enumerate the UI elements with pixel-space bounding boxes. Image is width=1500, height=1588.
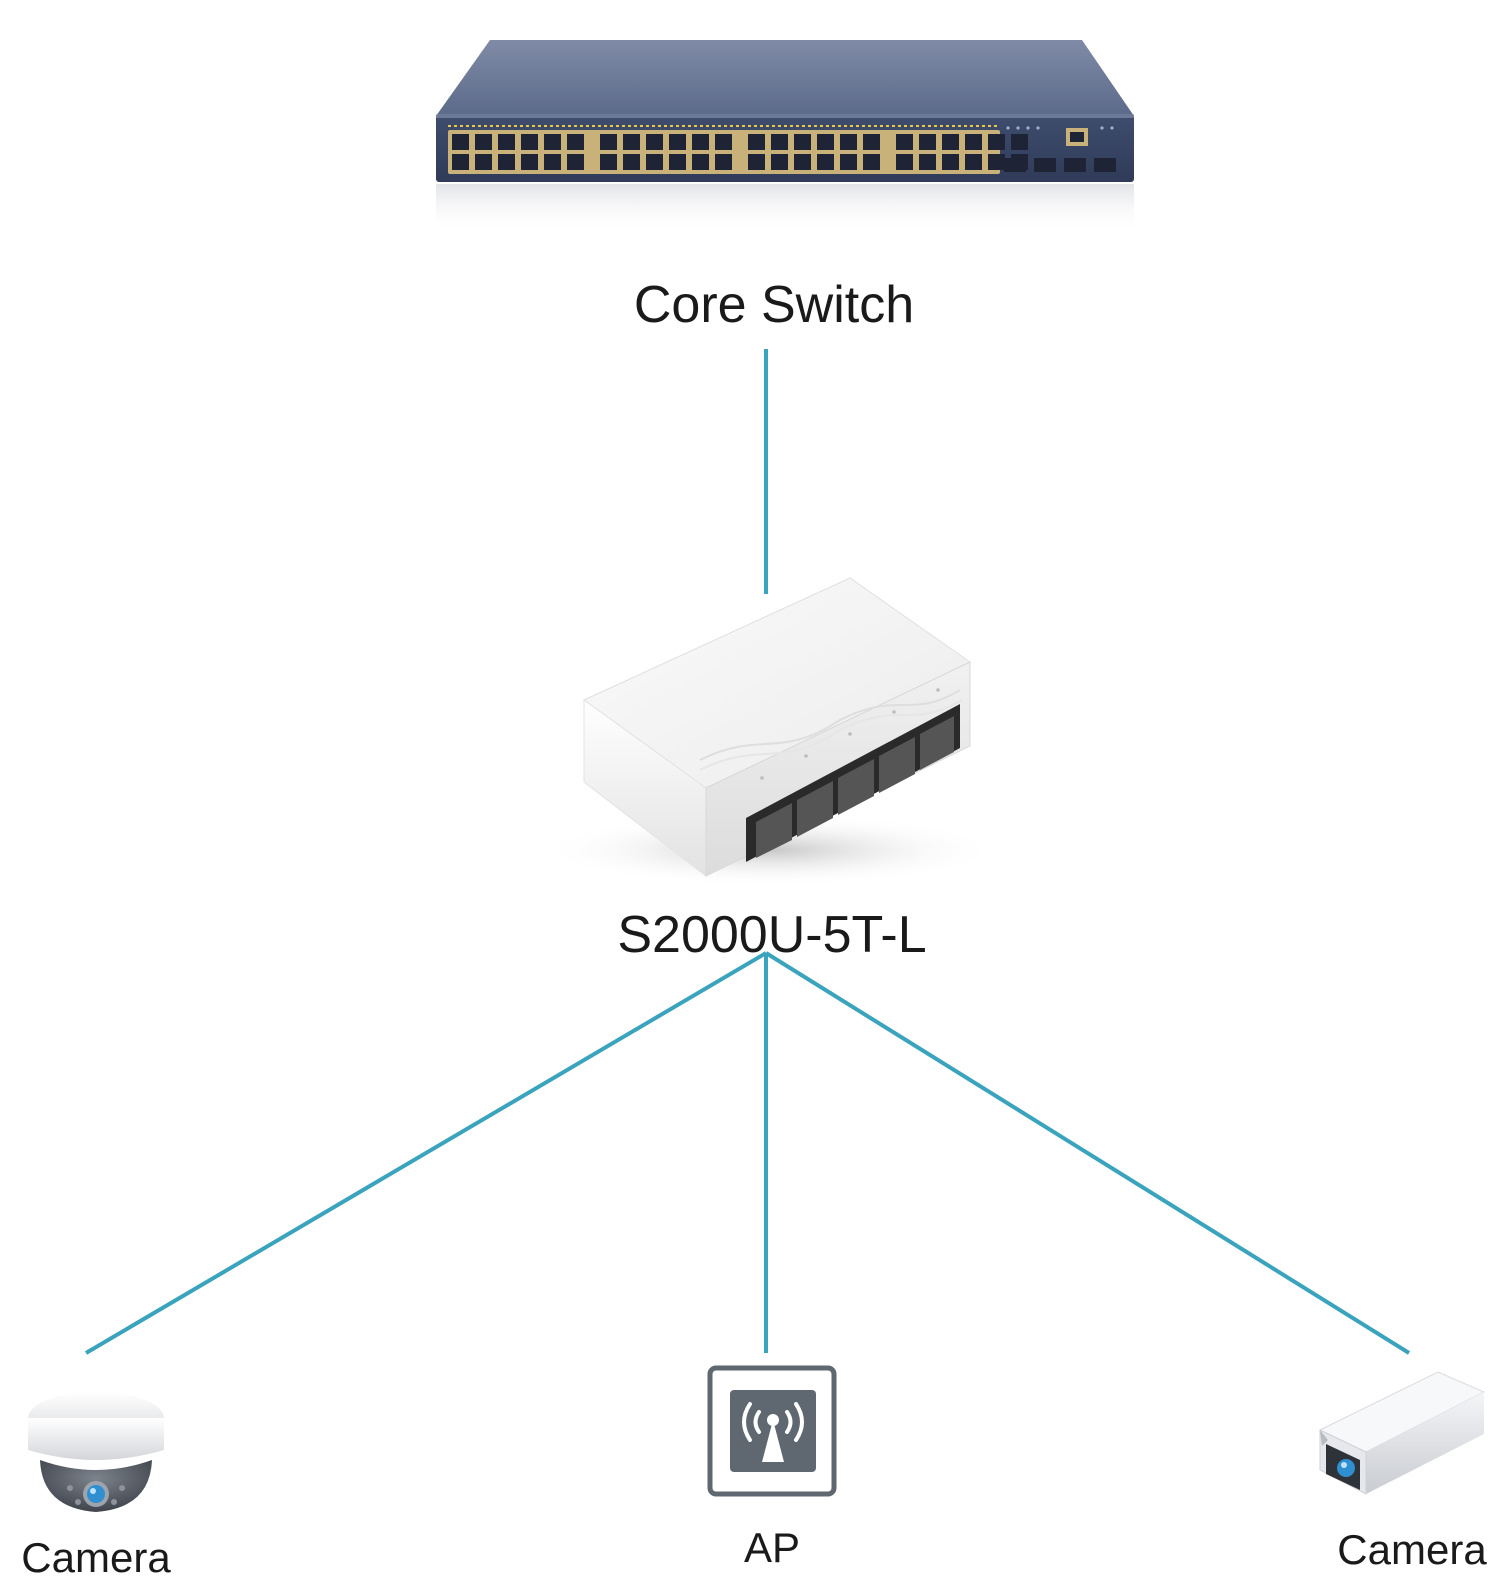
core-switch-label: Core Switch bbox=[634, 276, 914, 334]
rj45-port bbox=[521, 134, 538, 150]
right-camera-label: Camera bbox=[1337, 1526, 1487, 1573]
rj45-port bbox=[452, 134, 469, 150]
wireless-ap-icon bbox=[707, 1365, 837, 1497]
rj45-port bbox=[863, 134, 880, 150]
link-access-switch-to-left-camera bbox=[84, 951, 768, 1355]
ap-node: AP bbox=[707, 1365, 837, 1571]
rj45-port bbox=[896, 134, 913, 150]
ap-label: AP bbox=[744, 1524, 800, 1571]
rj45-port bbox=[567, 134, 584, 150]
rj45-port bbox=[965, 134, 982, 150]
desktop-switch-icon bbox=[540, 577, 1000, 886]
rj45-port bbox=[919, 134, 936, 150]
rj45-port bbox=[771, 134, 788, 150]
rj45-port bbox=[669, 154, 686, 170]
rj45-port bbox=[919, 154, 936, 170]
links bbox=[84, 349, 1411, 1355]
rj45-port bbox=[567, 154, 584, 170]
rj45-port bbox=[748, 154, 765, 170]
rj45-port bbox=[942, 154, 959, 170]
rack-switch-icon bbox=[436, 40, 1134, 234]
rj45-port bbox=[840, 134, 857, 150]
rj45-port bbox=[475, 134, 492, 150]
access-switch-label: S2000U-5T-L bbox=[617, 906, 926, 964]
left-camera-node: Camera bbox=[21, 1392, 171, 1581]
rj45-port bbox=[715, 154, 732, 170]
rj45-port bbox=[692, 134, 709, 150]
rj45-port bbox=[498, 154, 515, 170]
rj45-port bbox=[817, 134, 834, 150]
rj45-port bbox=[748, 134, 765, 150]
dome-camera-icon bbox=[28, 1392, 164, 1512]
rj45-port bbox=[475, 154, 492, 170]
rj45-port bbox=[600, 134, 617, 150]
bullet-camera-icon bbox=[1318, 1371, 1486, 1495]
rj45-port bbox=[623, 134, 640, 150]
rj45-port bbox=[794, 134, 811, 150]
rj45-port bbox=[669, 134, 686, 150]
rj45-port bbox=[646, 154, 663, 170]
rj45-port bbox=[794, 154, 811, 170]
sfp-ports bbox=[1004, 158, 1116, 172]
rj45-port bbox=[1011, 134, 1028, 150]
rj45-port bbox=[840, 154, 857, 170]
rj45-port bbox=[692, 154, 709, 170]
left-camera-label: Camera bbox=[21, 1534, 171, 1581]
rj45-port bbox=[498, 134, 515, 150]
rj45-port bbox=[544, 134, 561, 150]
rj45-port bbox=[452, 154, 469, 170]
rj45-port bbox=[771, 154, 788, 170]
rj45-port bbox=[863, 154, 880, 170]
rj45-port bbox=[988, 154, 1005, 170]
rj45-port bbox=[544, 154, 561, 170]
rj45-port bbox=[646, 134, 663, 150]
rj45-port bbox=[988, 134, 1005, 150]
rj45-port bbox=[896, 154, 913, 170]
rj45-port bbox=[715, 134, 732, 150]
rj45-port-grid bbox=[452, 134, 1028, 170]
rj45-port bbox=[600, 154, 617, 170]
access-switch-node: S2000U-5T-L bbox=[540, 577, 1000, 964]
rj45-port bbox=[817, 154, 834, 170]
right-camera-node: Camera bbox=[1318, 1371, 1487, 1573]
link-access-switch-to-right-camera bbox=[764, 951, 1411, 1355]
core-switch-node: Core Switch bbox=[436, 40, 1134, 334]
rj45-port bbox=[965, 154, 982, 170]
rj45-port bbox=[942, 134, 959, 150]
rj45-port bbox=[623, 154, 640, 170]
rj45-port bbox=[521, 154, 538, 170]
